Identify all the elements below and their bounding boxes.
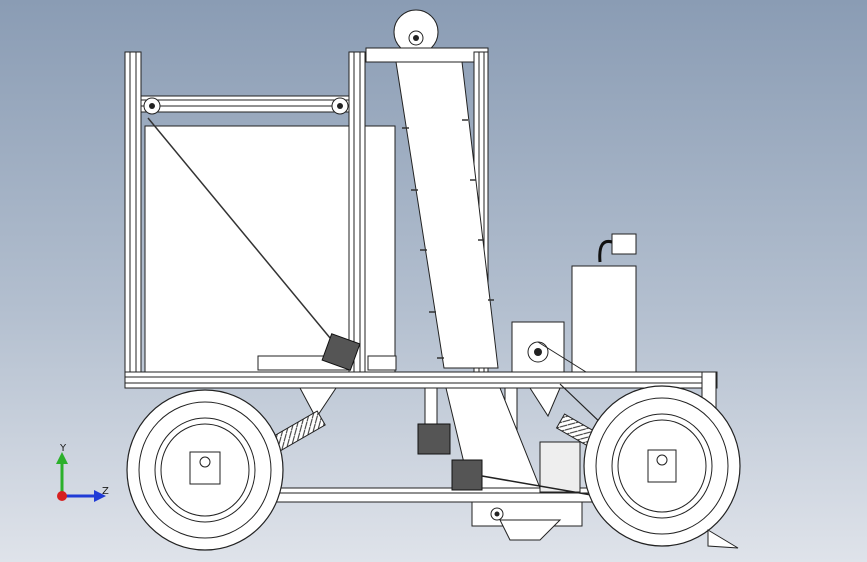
top-pulley-icon <box>393 9 439 55</box>
hopper-box <box>144 117 397 373</box>
coordinate-triad <box>56 452 106 502</box>
conveyor-belt-icon <box>395 61 499 369</box>
left-wheel-icon <box>126 389 284 551</box>
lower-assembly <box>299 387 583 541</box>
control-box <box>511 233 637 373</box>
motor-icon <box>321 333 361 371</box>
y-axis-label: Y <box>60 443 67 454</box>
drive-motor-icon <box>417 423 621 501</box>
z-axis-label: Z <box>102 486 109 497</box>
tine-blade <box>707 529 739 549</box>
pulley-icon <box>143 97 349 115</box>
right-wheel-icon <box>583 385 741 547</box>
